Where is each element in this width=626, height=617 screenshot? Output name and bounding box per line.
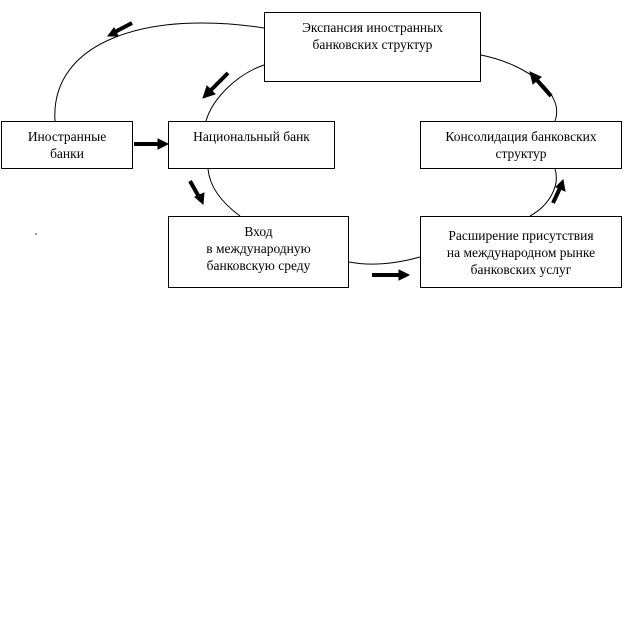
arrow-expansion-national-head bbox=[202, 85, 216, 99]
presence-label-line1: Расширение присутствия bbox=[448, 227, 594, 243]
outer-arc bbox=[54, 22, 265, 122]
presence-label-line3: банковских услуг bbox=[470, 261, 572, 277]
national-bank-label: Национальный банк bbox=[193, 129, 310, 144]
arrow-national-entry bbox=[188, 180, 201, 198]
expansion-label-line1: Экспансия иностранных bbox=[302, 20, 443, 35]
expansion-box: Экспансия иностранных банковских структу… bbox=[264, 12, 481, 82]
arrow-foreign-national-head bbox=[157, 138, 170, 150]
arrow-outer-left-head bbox=[107, 27, 119, 37]
foreign-banks-box: Иностранные банки bbox=[1, 121, 133, 169]
entry-label-line1: Вход bbox=[244, 224, 273, 239]
arrow-consolidation-expansion bbox=[534, 77, 553, 98]
arrow-entry-presence-head bbox=[398, 269, 411, 281]
arrows bbox=[107, 21, 566, 281]
arrow-presence-consolidation-head bbox=[555, 178, 566, 192]
entry-label-line2: в международную bbox=[206, 241, 311, 256]
national-bank-box: Национальный банк bbox=[168, 121, 335, 169]
presence-box: Расширение присутствия на международном … bbox=[420, 216, 622, 288]
cycle-arc-expansion-to-national bbox=[205, 64, 265, 122]
foreign-banks-label-line2: банки bbox=[50, 146, 84, 161]
arrow-expansion-national bbox=[208, 71, 230, 93]
cycle-arc-national-to-entry bbox=[207, 168, 241, 217]
expansion-label-line2: банковских структур bbox=[312, 37, 433, 52]
entry-box: Вход в международную банковскую среду bbox=[168, 216, 349, 288]
cycle-arc-entry-to-presence bbox=[348, 256, 421, 265]
arrow-presence-consolidation bbox=[551, 187, 562, 204]
arrow-consolidation-expansion-head bbox=[529, 71, 542, 85]
stray-dot-left bbox=[35, 233, 37, 235]
cycle-arc-presence-to-consolidation bbox=[529, 168, 557, 217]
consolidation-box: Консолидация банковских структур bbox=[420, 121, 622, 169]
foreign-banks-label-line1: Иностранные bbox=[27, 129, 107, 144]
arrow-national-entry-head bbox=[194, 192, 205, 206]
presence-label-line2: на международном рынке bbox=[446, 244, 596, 260]
consolidation-label-line2: структур bbox=[495, 146, 547, 161]
consolidation-label-line1: Консолидация банковских bbox=[445, 129, 597, 144]
entry-label-line3: банковскую среду bbox=[206, 258, 311, 273]
